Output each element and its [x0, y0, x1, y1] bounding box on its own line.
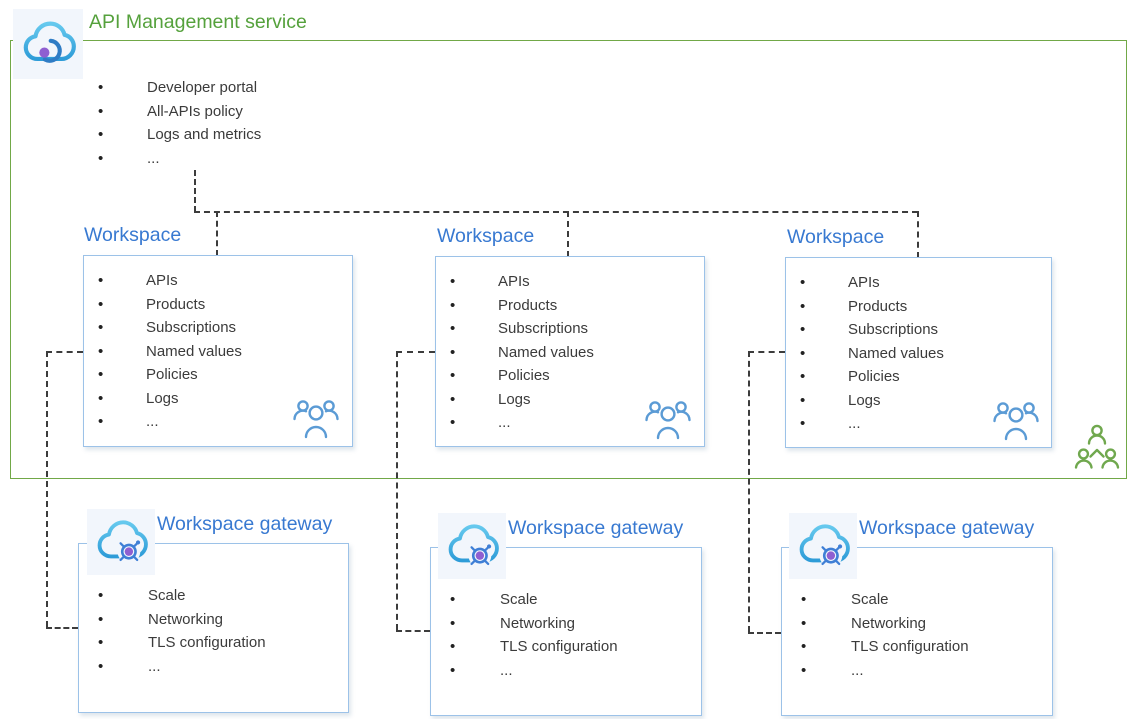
connector-ws2-into-gateway [396, 630, 430, 632]
list-item: APIs [443, 270, 594, 294]
gateway-cloud-gear-icon [87, 509, 155, 575]
gateway-2-title: Workspace gateway [508, 517, 684, 539]
workspace-3-list: APIs Products Subscriptions Named values… [793, 271, 944, 436]
connector-service-trunk-vertical [194, 170, 196, 212]
list-item: Networking [443, 612, 618, 636]
list-item: Products [91, 293, 242, 317]
connector-ws3-down [748, 351, 750, 632]
team-icon [293, 400, 339, 439]
list-item: ... [443, 659, 618, 683]
list-item: TLS configuration [443, 635, 618, 659]
connector-drop-workspace-2 [567, 211, 569, 257]
gateway-cloud-gear-icon [789, 513, 857, 579]
connector-service-trunk-horizontal [194, 211, 918, 213]
workspace-1-list: APIs Products Subscriptions Named values… [91, 269, 242, 434]
list-item: APIs [91, 269, 242, 293]
api-management-icon [13, 9, 83, 79]
list-item: Named values [443, 341, 594, 365]
list-item: Networking [794, 612, 969, 636]
list-item: Policies [793, 365, 944, 389]
list-item: APIs [793, 271, 944, 295]
gateway-2-list: Scale Networking TLS configuration ... [443, 588, 618, 682]
list-item: All-APIs policy [88, 100, 261, 124]
list-item: Scale [443, 588, 618, 612]
list-item: Policies [443, 364, 594, 388]
connector-ws1-out [46, 351, 83, 353]
list-item: Subscriptions [793, 318, 944, 342]
workspace-1-title: Workspace [84, 224, 182, 246]
gateway-1-list: Scale Networking TLS configuration ... [91, 584, 266, 678]
list-item: ... [91, 410, 242, 434]
list-item: Developer portal [88, 76, 261, 100]
list-item: Logs [793, 389, 944, 413]
gateway-3-title: Workspace gateway [859, 517, 1035, 539]
list-item: ... [88, 147, 261, 171]
connector-ws2-out [396, 351, 435, 353]
connector-ws2-down [396, 351, 398, 630]
list-item: Products [443, 294, 594, 318]
list-item: Subscriptions [443, 317, 594, 341]
connector-drop-workspace-1 [216, 211, 218, 256]
team-icon [993, 402, 1039, 441]
service-feature-list: Developer portal All-APIs policy Logs an… [88, 76, 261, 170]
gateway-3-list: Scale Networking TLS configuration ... [794, 588, 969, 682]
gateway-1-title: Workspace gateway [157, 513, 333, 535]
list-item: Networking [91, 608, 266, 632]
gateway-cloud-gear-icon [438, 513, 506, 579]
service-title: API Management service [89, 11, 307, 33]
workspace-3-title: Workspace [787, 226, 885, 248]
connector-ws3-out [748, 351, 785, 353]
list-item: Logs and metrics [88, 123, 261, 147]
team-icon [645, 401, 691, 440]
list-item: Subscriptions [91, 316, 242, 340]
list-item: Scale [794, 588, 969, 612]
list-item: Scale [91, 584, 266, 608]
list-item: ... [793, 412, 944, 436]
workspace-2-title: Workspace [437, 225, 535, 247]
org-people-icon [1074, 424, 1120, 469]
list-item: Policies [91, 363, 242, 387]
list-item: ... [443, 411, 594, 435]
list-item: ... [91, 655, 266, 679]
list-item: Named values [793, 342, 944, 366]
list-item: ... [794, 659, 969, 683]
connector-ws1-down [46, 351, 48, 627]
connector-ws1-into-gateway [46, 627, 78, 629]
workspace-2-list: APIs Products Subscriptions Named values… [443, 270, 594, 435]
connector-ws3-into-gateway [748, 632, 781, 634]
list-item: TLS configuration [91, 631, 266, 655]
list-item: Named values [91, 340, 242, 364]
list-item: Logs [91, 387, 242, 411]
connector-drop-workspace-3 [917, 211, 919, 258]
list-item: TLS configuration [794, 635, 969, 659]
list-item: Products [793, 295, 944, 319]
list-item: Logs [443, 388, 594, 412]
api-management-service-box [10, 40, 1127, 479]
